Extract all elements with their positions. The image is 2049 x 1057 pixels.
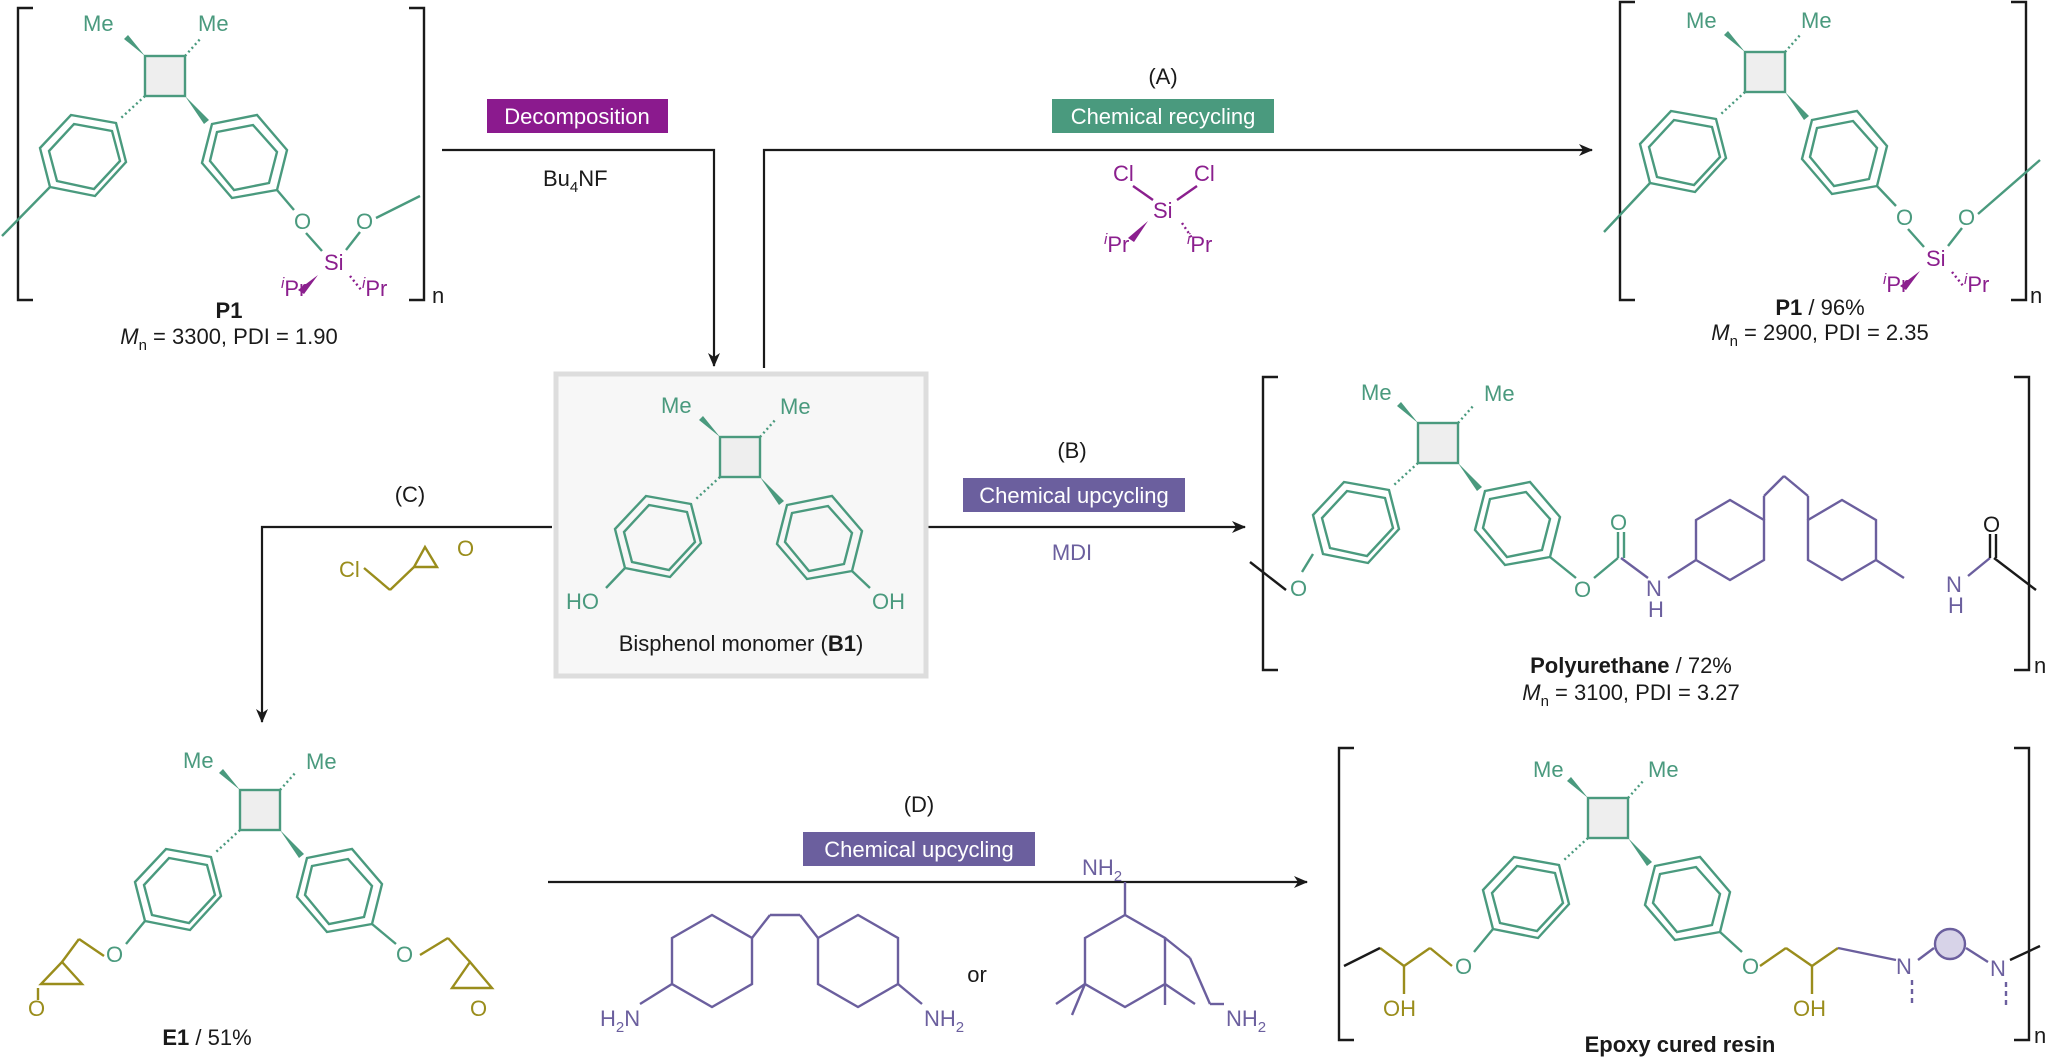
svg-text:N: N [1990, 956, 2006, 981]
chemical-upcycling-badge-d: Chemical upcycling [803, 832, 1035, 866]
svg-text:O: O [1610, 510, 1627, 535]
svg-text:H2N: H2N [600, 1006, 640, 1036]
svg-text:iPr: iPr [1883, 271, 1908, 297]
svg-text:H: H [1948, 593, 1964, 618]
svg-text:O: O [28, 996, 45, 1021]
svg-text:Me: Me [83, 11, 114, 36]
route-label-c: (C) [395, 482, 426, 507]
svg-text:O: O [1290, 576, 1307, 601]
svg-text:N: N [1946, 572, 1962, 597]
svg-text:n: n [2034, 1023, 2046, 1048]
svg-text:Me: Me [1533, 757, 1564, 782]
svg-text:n: n [432, 283, 444, 308]
svg-text:O: O [470, 996, 487, 1021]
p1-start-name: P1 [216, 298, 243, 323]
svg-text:Me: Me [183, 748, 214, 773]
svg-text:Cl: Cl [1113, 161, 1134, 186]
svg-text:Chemical upcycling: Chemical upcycling [979, 483, 1169, 508]
svg-text:OH: OH [872, 589, 905, 614]
polyurethane-name: Polyurethane / 72% [1530, 653, 1732, 678]
svg-text:iPr: iPr [1964, 271, 1989, 297]
svg-text:O: O [1958, 205, 1975, 230]
svg-text:HO: HO [566, 589, 599, 614]
svg-text:Me: Me [780, 394, 811, 419]
chemical-recycling-badge: Chemical recycling [1052, 99, 1274, 133]
p1-start-structure: n Me Me O Si O iPr iPr [1, 6, 444, 308]
svg-text:O: O [1742, 954, 1759, 979]
p1-product-mn: Mn = 2900, PDI = 2.35 [1711, 320, 1928, 350]
svg-text:N: N [1896, 954, 1912, 979]
diamine-hardener-1: H2N NH2 [600, 913, 964, 1036]
svg-text:O: O [1983, 512, 2000, 537]
svg-text:H: H [1648, 597, 1664, 622]
svg-text:Cl: Cl [1194, 161, 1215, 186]
polyurethane-mn: Mn = 3100, PDI = 3.27 [1522, 680, 1739, 710]
svg-text:Me: Me [1361, 380, 1392, 405]
svg-text:Si: Si [324, 250, 344, 275]
epoxy-resin-structure: n Me Me O OH O OH N N [1337, 746, 2046, 1048]
svg-text:Si: Si [1153, 198, 1173, 223]
chemical-upcycling-badge-b: Chemical upcycling [963, 478, 1185, 512]
reagent-bu4nf: Bu4NF [543, 166, 608, 196]
svg-text:O: O [1574, 577, 1591, 602]
svg-text:Cl: Cl [339, 557, 360, 582]
svg-text:OH: OH [1793, 996, 1826, 1021]
svg-text:NH2: NH2 [1082, 855, 1122, 885]
polyurethane-structure: n Me Me O O O N H N H O [1249, 375, 2046, 678]
svg-text:n: n [2030, 283, 2042, 308]
svg-text:Chemical recycling: Chemical recycling [1071, 104, 1256, 129]
p1-product-structure: n Me Me O Si O iPr iPr [1603, 0, 2042, 308]
epoxy-name: Epoxy cured resin [1585, 1032, 1776, 1057]
epichlorohydrin-reagent: Cl O [339, 536, 474, 591]
route-label-a: (A) [1148, 64, 1177, 89]
svg-text:O: O [457, 536, 474, 561]
svg-text:Decomposition: Decomposition [504, 104, 650, 129]
svg-text:iPr: iPr [1187, 231, 1212, 257]
svg-text:O: O [294, 209, 311, 234]
dichlorosilane-reagent: Cl Cl Si iPr iPr [1104, 161, 1215, 257]
p1-start-mn: Mn = 3300, PDI = 1.90 [120, 324, 337, 354]
svg-text:Me: Me [661, 393, 692, 418]
svg-text:N: N [1646, 576, 1662, 601]
svg-text:n: n [2034, 653, 2046, 678]
decomposition-arrow [442, 148, 720, 367]
svg-text:O: O [356, 209, 373, 234]
svg-text:NH2: NH2 [924, 1006, 964, 1036]
reagent-or: or [967, 962, 987, 987]
svg-text:Me: Me [1801, 8, 1832, 33]
svg-text:O: O [396, 942, 413, 967]
svg-text:NH2: NH2 [1226, 1006, 1266, 1036]
svg-text:iPr: iPr [281, 275, 306, 301]
route-label-d: (D) [904, 792, 935, 817]
diamine-hardener-2: NH2 NH2 [1055, 855, 1266, 1036]
recycling-arrow [762, 144, 1593, 368]
svg-text:O: O [1455, 954, 1472, 979]
bisphenol-monomer-box: Me Me HO OH [553, 371, 929, 679]
svg-text:Chemical upcycling: Chemical upcycling [824, 837, 1014, 862]
monomer-label: Bisphenol monomer (B1) [619, 631, 864, 656]
svg-text:Me: Me [1648, 757, 1679, 782]
reagent-mdi: MDI [1052, 540, 1092, 565]
p1-product-name: P1 / 96% [1775, 295, 1864, 320]
svg-text:Me: Me [198, 11, 229, 36]
svg-text:iPr: iPr [362, 275, 387, 301]
svg-text:iPr: iPr [1104, 231, 1129, 257]
route-c-arrow [256, 525, 552, 723]
svg-text:Si: Si [1926, 246, 1946, 271]
route-label-b: (B) [1057, 438, 1086, 463]
decomposition-badge: Decomposition [487, 99, 668, 133]
e1-name: E1 / 51% [162, 1025, 251, 1050]
e1-structure: Me Me O O O O [28, 748, 495, 1021]
arrows [256, 144, 1593, 888]
svg-text:O: O [1896, 205, 1913, 230]
svg-text:Me: Me [1484, 381, 1515, 406]
svg-text:Me: Me [306, 749, 337, 774]
svg-text:Me: Me [1686, 8, 1717, 33]
svg-text:O: O [106, 942, 123, 967]
svg-text:OH: OH [1383, 996, 1416, 1021]
